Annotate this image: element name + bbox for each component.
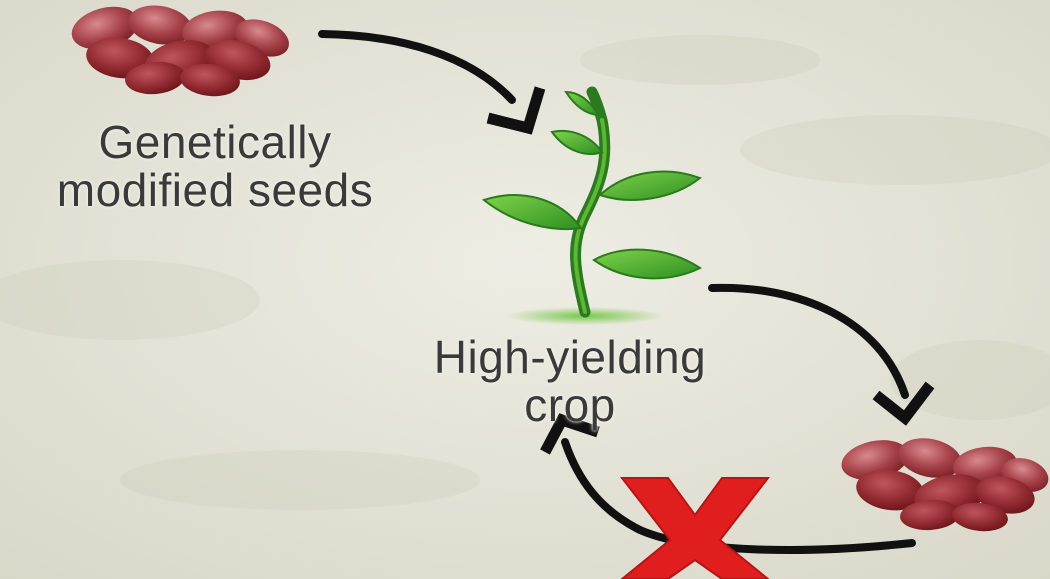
crop-label-line1: High-yielding bbox=[360, 333, 780, 381]
seeds-label-line1: Genetically bbox=[0, 118, 430, 166]
seeds-label-line2: modified seeds bbox=[0, 166, 430, 214]
high-yielding-crop-label: High-yielding crop bbox=[360, 333, 780, 429]
modified-seeds-label: Genetically modified seeds bbox=[0, 118, 430, 214]
crop-label-line2: crop bbox=[360, 381, 780, 429]
